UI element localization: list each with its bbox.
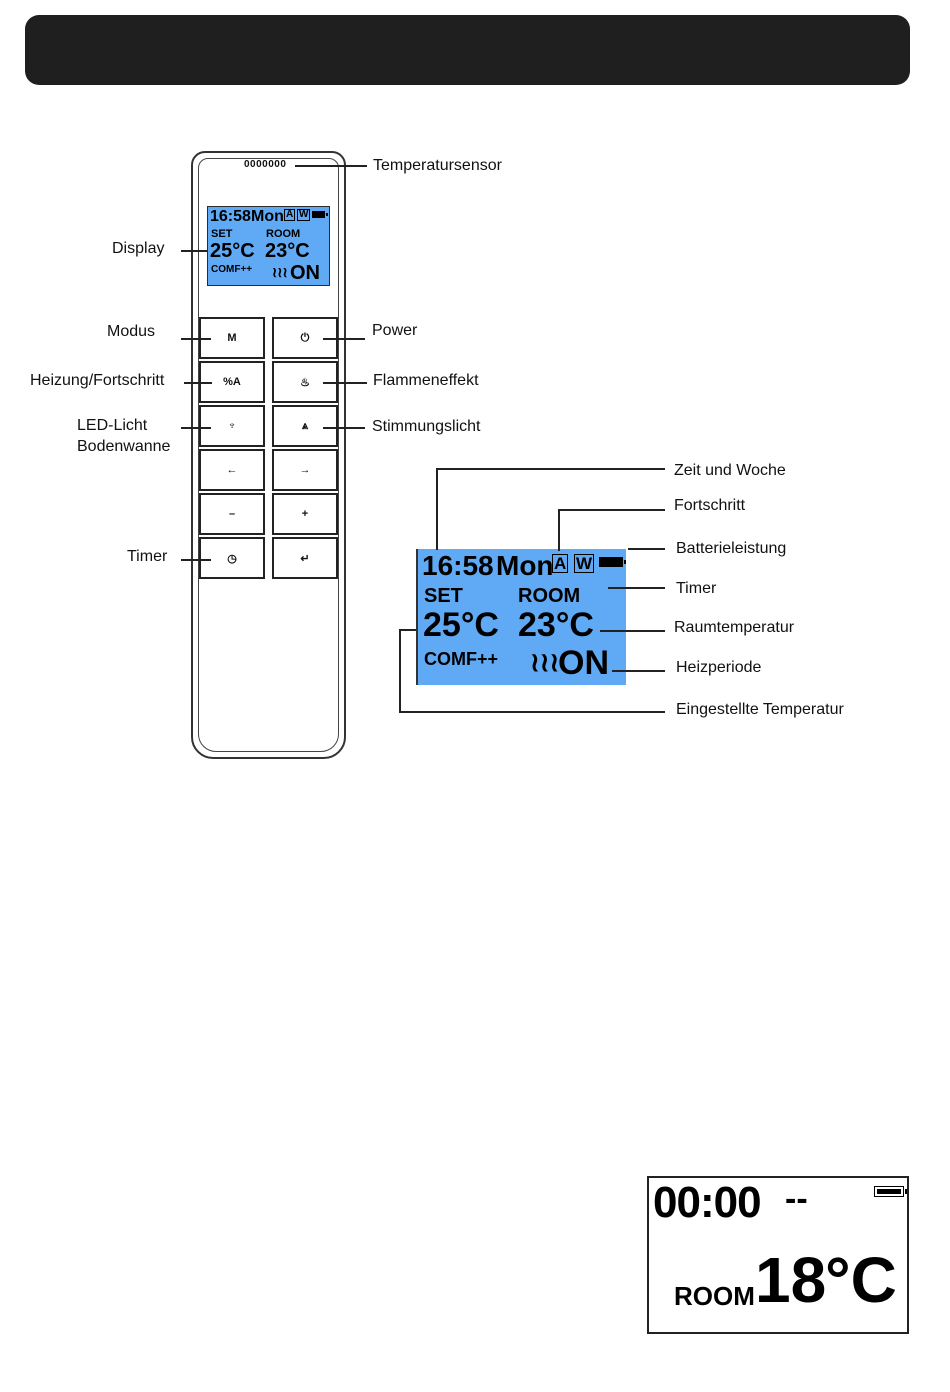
enter-button[interactable]: ↵	[272, 537, 338, 579]
label-power: Power	[372, 322, 418, 339]
lcd-big-time: 16:58	[422, 550, 494, 581]
clock-icon: ◷	[227, 552, 237, 565]
lcd-big-room-temp: 23°C	[518, 606, 594, 644]
lcd-set-temp: 25°C	[210, 240, 255, 262]
lcd-big-heat-state: ON	[558, 644, 609, 682]
leader-line	[323, 427, 365, 429]
plus-icon: +	[301, 508, 309, 520]
bw-unit: °C	[825, 1244, 897, 1316]
label-set-temperature: Eingestellte Temperatur	[676, 701, 844, 718]
label-progress: Fortschritt	[674, 497, 746, 514]
enter-icon: ↵	[300, 552, 310, 565]
leader-line	[295, 165, 367, 167]
lcd-big-badge-a: A	[552, 554, 569, 573]
remote-body	[191, 151, 346, 759]
leader-line	[181, 338, 211, 340]
plus-button[interactable]: +	[272, 493, 338, 535]
label-display: Display	[112, 240, 165, 257]
remote-display: 16:58 Mon A W SET ROOM 25°C 23°C COMF++ …	[207, 206, 330, 286]
leader-line	[558, 509, 665, 511]
remote-inner-frame	[198, 158, 339, 752]
arrow-right-icon: →	[299, 464, 311, 476]
lcd-badge-a: A	[284, 209, 296, 221]
lcd-big-badge-w: W	[574, 554, 595, 573]
label-mode: Modus	[107, 323, 156, 340]
mood-light-button[interactable]: ⩓	[272, 405, 338, 447]
bw-temp: 18	[755, 1244, 827, 1316]
mood-light-icon: ⩓	[301, 419, 309, 432]
led-light-icon: ♆	[227, 420, 237, 432]
timer-button[interactable]: ◷	[199, 537, 265, 579]
leader-line	[628, 548, 665, 550]
arrow-left-icon: ←	[226, 464, 238, 476]
label-mood-light: Stimmungslicht	[372, 418, 481, 435]
leader-line	[181, 427, 211, 429]
battery-icon	[312, 211, 328, 218]
temperature-sensor-dots: 0000000	[244, 159, 287, 170]
label-timer-right: Timer	[676, 580, 717, 597]
lcd-big-set-label: SET	[424, 585, 463, 607]
label-battery: Batterieleistung	[676, 540, 787, 557]
leader-line	[436, 468, 438, 550]
lcd-room-label: ROOM	[266, 228, 301, 240]
label-flame-effect: Flammeneffekt	[373, 372, 479, 389]
heat-wave-icon: ≀≀≀	[272, 264, 288, 280]
lcd-big-room-label: ROOM	[518, 585, 581, 607]
leader-line	[612, 670, 665, 672]
label-heating-period: Heizperiode	[676, 659, 762, 676]
lcd-set-label: SET	[211, 228, 233, 240]
leader-line	[558, 509, 560, 551]
leader-line	[399, 629, 416, 631]
bw-time: 00:00	[653, 1178, 762, 1227]
lcd-big-set-temp: 25°C	[423, 606, 499, 644]
label-led-light-2: Bodenwanne	[77, 438, 171, 455]
battery-icon	[599, 557, 626, 567]
lcd-big-mode: COMF++	[424, 649, 499, 669]
leader-line	[323, 382, 367, 384]
bw-room-label: ROOM	[674, 1281, 755, 1311]
lcd-big-day: Mon	[496, 550, 554, 581]
leader-line	[181, 250, 207, 252]
flame-icon: ♨	[300, 376, 310, 389]
battery-icon	[874, 1186, 907, 1197]
leader-line	[600, 630, 665, 632]
leader-line	[399, 629, 401, 711]
lcd-time: 16:58	[210, 208, 251, 225]
lcd-room-temp: 23°C	[265, 240, 310, 262]
left-button[interactable]: ←	[199, 449, 265, 491]
leader-line	[399, 711, 665, 713]
lcd-day: Mon	[251, 208, 284, 225]
leader-line	[323, 338, 365, 340]
lcd-heat-state: ON	[290, 262, 320, 284]
right-button[interactable]: →	[272, 449, 338, 491]
heat-wave-icon: ≀≀≀	[530, 647, 560, 677]
label-timer-left: Timer	[127, 548, 168, 565]
label-temperature-sensor: Temperatursensor	[373, 157, 502, 174]
leader-line	[436, 468, 665, 470]
bw-dash: --	[785, 1180, 808, 1218]
heating-icon: %A	[223, 376, 241, 388]
minus-icon: –	[228, 508, 236, 520]
lcd-mode: COMF++	[211, 264, 253, 275]
label-time-week: Zeit und Woche	[674, 462, 786, 479]
label-led-light-1: LED-Licht	[77, 417, 148, 434]
led-light-button[interactable]: ♆	[199, 405, 265, 447]
label-room-temperature: Raumtemperatur	[674, 619, 795, 636]
leader-line	[184, 382, 212, 384]
label-heating-progress: Heizung/Fortschritt	[30, 372, 165, 389]
header-bar	[25, 15, 910, 85]
minus-button[interactable]: –	[199, 493, 265, 535]
power-icon: ⏻	[300, 331, 310, 344]
leader-line	[181, 559, 211, 561]
lcd-badge-w: W	[297, 209, 311, 221]
mode-icon: M	[227, 332, 237, 344]
display-detail: 16:58 Mon A W SET ROOM 25°C 23°C COMF++ …	[416, 549, 626, 685]
leader-line	[608, 587, 665, 589]
monochrome-display: 00:00 -- ROOM 18 °C	[647, 1176, 909, 1334]
